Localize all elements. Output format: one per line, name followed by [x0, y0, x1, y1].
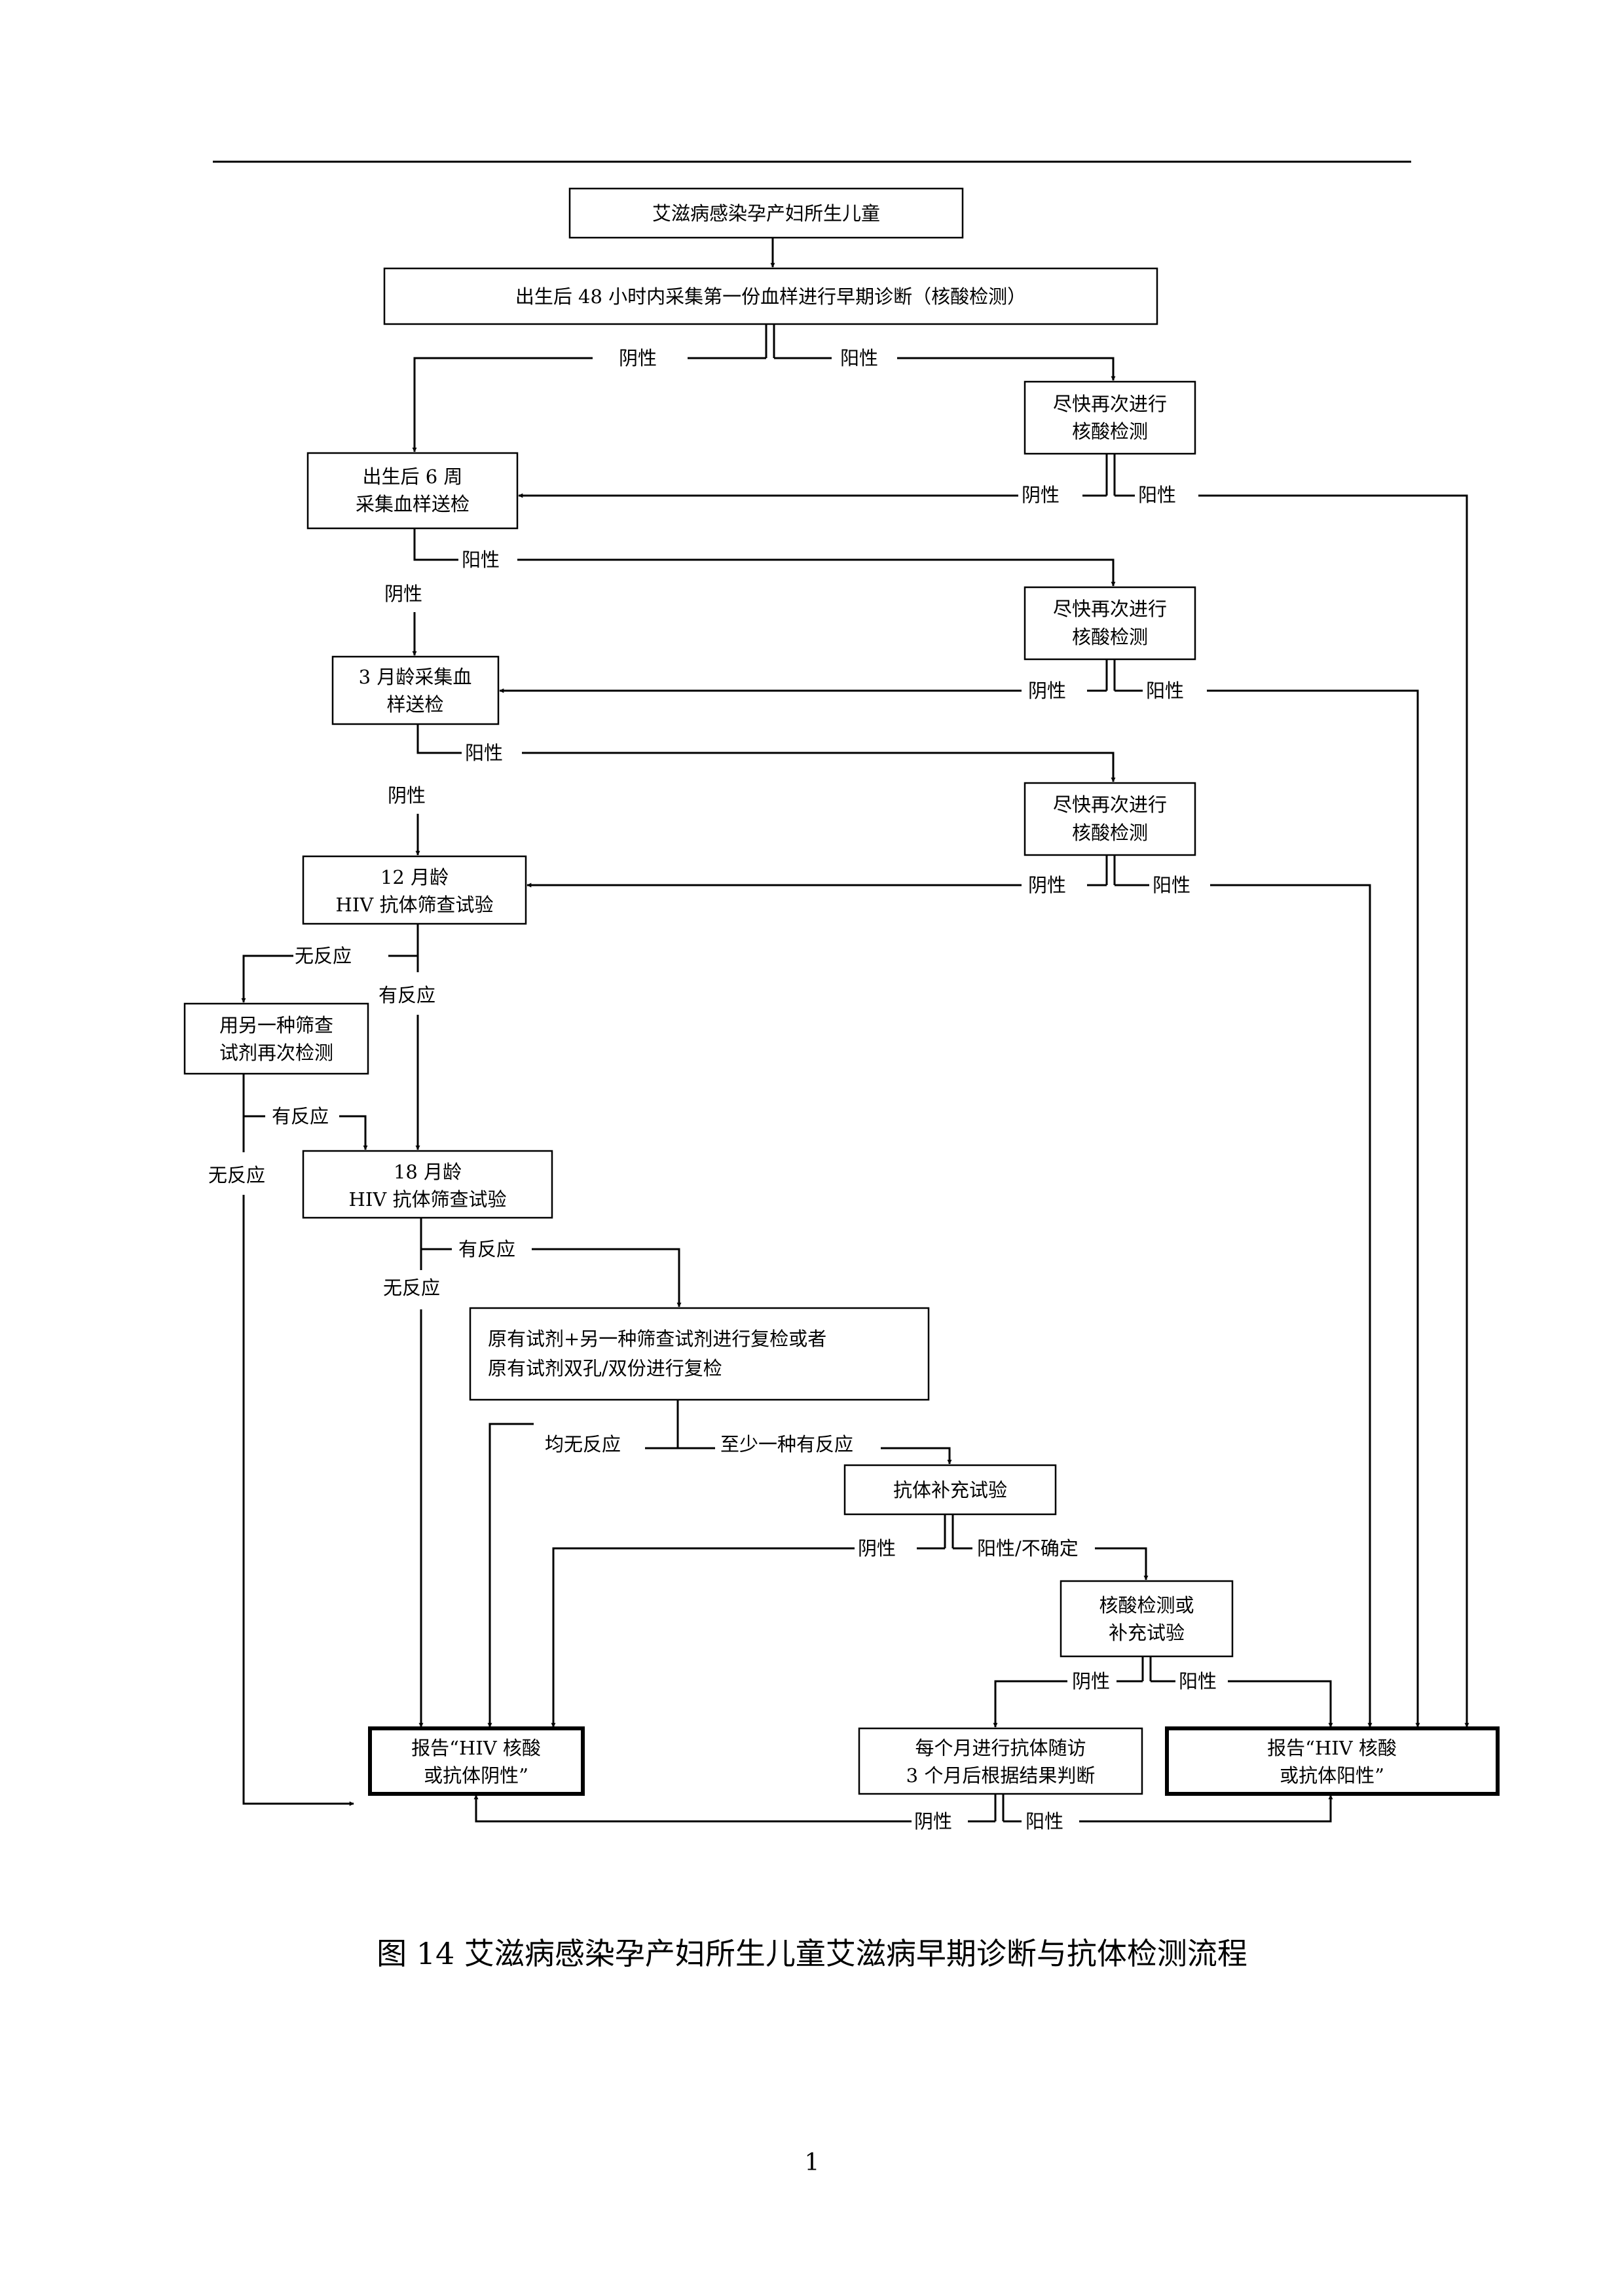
label-positive: 阳性 — [462, 549, 500, 571]
svg-text:18 月龄: 18 月龄 — [394, 1161, 462, 1183]
svg-text:尽快再次进行: 尽快再次进行 — [1053, 393, 1167, 415]
edge-month3-out — [415, 724, 1116, 856]
label-positive: 阳性 — [465, 742, 503, 764]
label-negative: 阴性 — [384, 583, 422, 605]
edge-nat-split — [993, 1656, 1333, 1728]
node-month3: 3 月龄采集血 样送检 — [331, 655, 500, 725]
label-negative: 阴性 — [619, 347, 657, 369]
svg-text:核酸检测: 核酸检测 — [1072, 822, 1148, 844]
node-retest-3: 尽快再次进行 核酸检测 — [1024, 782, 1196, 856]
svg-text:核酸检测: 核酸检测 — [1072, 626, 1148, 648]
edge-retest2-split — [499, 659, 1420, 1728]
label-positive: 阳性 — [1138, 484, 1176, 506]
label-negative: 阴性 — [914, 1810, 952, 1832]
svg-text:尽快再次进行: 尽快再次进行 — [1053, 598, 1167, 620]
node-nat-or-supplement: 核酸检测或 补充试验 — [1060, 1580, 1234, 1658]
svg-text:试剂再次检测: 试剂再次检测 — [219, 1042, 333, 1064]
svg-text:报告“HIV 核酸: 报告“HIV 核酸 — [1267, 1737, 1397, 1759]
svg-text:12 月龄: 12 月龄 — [380, 866, 449, 888]
label-all-no-reaction: 均无反应 — [545, 1433, 621, 1455]
figure-caption: 图 14 艾滋病感染孕产妇所生儿童艾滋病早期诊断与抗体检测流程 — [377, 1936, 1247, 1971]
node-week6: 出生后 6 周 采集血样送检 — [306, 452, 519, 530]
label-negative: 阴性 — [858, 1537, 896, 1559]
edge-week6-out — [412, 528, 1116, 656]
node-other-reagent: 用另一种筛查 试剂再次检测 — [183, 1002, 369, 1075]
edge-month18-out — [418, 1218, 682, 1728]
svg-text:3 个月后根据结果判断: 3 个月后根据结果判断 — [906, 1764, 1096, 1787]
svg-text:出生后 6 周: 出生后 6 周 — [363, 465, 463, 488]
svg-text:艾滋病感染孕产妇所生儿童: 艾滋病感染孕产妇所生儿童 — [652, 202, 880, 225]
svg-text:尽快再次进行: 尽快再次进行 — [1053, 793, 1167, 816]
svg-text:每个月进行抗体随访: 每个月进行抗体随访 — [915, 1737, 1086, 1759]
label-negative: 阴性 — [1072, 1670, 1110, 1692]
edge-other-reagent-out — [242, 1074, 368, 1806]
node-report-negative: 报告“HIV 核酸 或抗体阴性” — [368, 1726, 585, 1796]
node-month18: 18 月龄 HIV 抗体筛查试验 — [302, 1150, 553, 1219]
node-supplement: 抗体补充试验 — [843, 1464, 1057, 1516]
node-month12: 12 月龄 HIV 抗体筛查试验 — [302, 855, 527, 925]
svg-text:或抗体阳性”: 或抗体阳性” — [1280, 1764, 1384, 1787]
node-retest-1: 尽快再次进行 核酸检测 — [1024, 380, 1196, 455]
node-monthly-followup: 每个月进行抗体随访 3 个月后根据结果判断 — [858, 1727, 1143, 1795]
svg-text:出生后 48 小时内采集第一份血样进行早期诊断（核酸检测）: 出生后 48 小时内采集第一份血样进行早期诊断（核酸检测） — [515, 285, 1026, 308]
svg-text:抗体补充试验: 抗体补充试验 — [893, 1479, 1007, 1501]
svg-text:采集血样送检: 采集血样送检 — [356, 493, 470, 515]
svg-text:HIV 抗体筛查试验: HIV 抗体筛查试验 — [349, 1188, 507, 1211]
node-early-diagnosis: 出生后 48 小时内采集第一份血样进行早期诊断（核酸检测） — [383, 267, 1158, 325]
label-positive: 阳性 — [840, 347, 878, 369]
page-number: 1 — [805, 2149, 820, 2176]
label-positive: 阳性 — [1153, 874, 1190, 896]
svg-text:原有试剂+另一种筛查试剂进行复检或者: 原有试剂+另一种筛查试剂进行复检或者 — [488, 1328, 826, 1350]
label-negative: 阴性 — [1028, 680, 1066, 702]
label-negative: 阴性 — [1028, 874, 1066, 896]
node-retest-2: 尽快再次进行 核酸检测 — [1024, 586, 1196, 661]
label-reactive: 有反应 — [272, 1105, 329, 1127]
svg-text:原有试剂双孔/双份进行复检: 原有试剂双孔/双份进行复检 — [488, 1357, 722, 1379]
svg-text:HIV 抗体筛查试验: HIV 抗体筛查试验 — [336, 894, 494, 916]
svg-text:核酸检测: 核酸检测 — [1072, 420, 1148, 443]
label-no-reaction: 无反应 — [208, 1164, 265, 1186]
label-positive-or-indeterminate: 阳性/不确定 — [977, 1537, 1079, 1559]
edge-retest3-split — [526, 855, 1373, 1728]
label-reactive: 有反应 — [458, 1238, 515, 1260]
svg-text:报告“HIV 核酸: 报告“HIV 核酸 — [411, 1737, 541, 1759]
label-reactive: 有反应 — [378, 984, 435, 1006]
label-at-least-one-reactive: 至少一种有反应 — [720, 1433, 853, 1455]
node-report-positive: 报告“HIV 核酸 或抗体阳性” — [1165, 1726, 1500, 1796]
edge-early-split — [412, 324, 1116, 452]
svg-text:核酸检测或: 核酸检测或 — [1099, 1594, 1194, 1616]
node-start: 艾滋病感染孕产妇所生儿童 — [568, 187, 964, 239]
label-no-reaction: 无反应 — [383, 1277, 440, 1299]
edge-month12-out — [241, 924, 420, 1150]
label-negative: 阴性 — [1022, 484, 1060, 506]
label-negative: 阴性 — [388, 784, 426, 807]
svg-text:样送检: 样送检 — [386, 693, 443, 716]
node-recheck: 原有试剂+另一种筛查试剂进行复检或者 原有试剂双孔/双份进行复检 — [469, 1307, 930, 1401]
svg-text:3 月龄采集血: 3 月龄采集血 — [359, 666, 472, 688]
edge-retest1-split — [518, 454, 1469, 1728]
svg-text:或抗体阴性”: 或抗体阴性” — [424, 1764, 528, 1787]
edge-followup-split — [473, 1794, 1333, 1823]
edge-recheck-out — [487, 1400, 952, 1728]
label-positive: 阳性 — [1146, 680, 1184, 702]
edge-supplement-split — [551, 1514, 1149, 1728]
svg-text:用另一种筛查: 用另一种筛查 — [219, 1014, 333, 1036]
label-positive: 阳性 — [1179, 1670, 1217, 1692]
label-positive: 阳性 — [1025, 1810, 1063, 1832]
label-no-reaction: 无反应 — [295, 945, 352, 967]
svg-text:补充试验: 补充试验 — [1109, 1622, 1185, 1644]
